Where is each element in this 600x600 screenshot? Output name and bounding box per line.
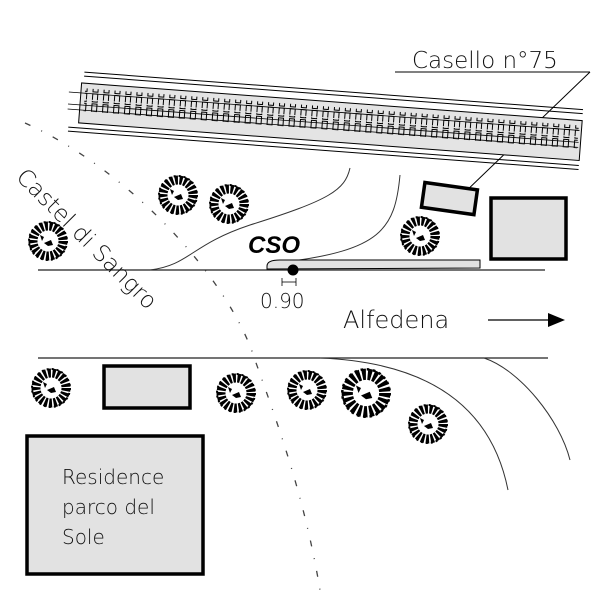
railway-outer-line-bottom-2 bbox=[67, 130, 579, 170]
dimension-marker-icon bbox=[281, 278, 297, 286]
rail-2 bbox=[67, 103, 579, 143]
road-curve-outer bbox=[483, 357, 571, 461]
access-path-right bbox=[284, 174, 401, 263]
tree-icon bbox=[342, 369, 390, 417]
railway-outer-line-bottom bbox=[68, 126, 579, 166]
building-small-south bbox=[102, 364, 192, 410]
casello-label: Casello n°75 bbox=[412, 48, 558, 74]
tree-icon bbox=[217, 374, 255, 412]
residence-label-line1: Residence bbox=[62, 465, 164, 489]
tree-icon bbox=[401, 217, 439, 255]
building-east bbox=[489, 196, 568, 261]
tree-icon bbox=[210, 185, 248, 223]
railway-outer-line-top bbox=[84, 71, 584, 111]
dimension-label: 0.90 bbox=[260, 289, 305, 313]
residence-label-line2: parco del bbox=[62, 495, 155, 519]
rail-3 bbox=[67, 108, 579, 148]
station-marker-icon bbox=[287, 264, 299, 276]
residence-label-line3: Sole bbox=[62, 525, 105, 549]
tree-icon bbox=[288, 371, 326, 409]
railway-track-1 bbox=[84, 88, 579, 137]
cso-label: CSO bbox=[248, 232, 300, 259]
rail-1 bbox=[68, 91, 580, 131]
railway-track-2 bbox=[83, 100, 578, 149]
access-path-left bbox=[149, 167, 351, 271]
castel-di-sangro-label: Castel di Sangro bbox=[11, 164, 162, 315]
arrow-right-icon bbox=[548, 313, 565, 327]
alfedena-label: Alfedena bbox=[343, 306, 449, 334]
railway-outer-line-top-2 bbox=[84, 75, 583, 115]
railway bbox=[67, 71, 584, 170]
residence-building bbox=[25, 434, 205, 576]
tree-icon bbox=[32, 369, 70, 407]
road-curve-inner bbox=[319, 357, 509, 491]
tree-icon bbox=[159, 176, 197, 214]
tree-icon bbox=[409, 405, 447, 443]
tree-icon bbox=[29, 222, 67, 260]
platform bbox=[266, 259, 481, 270]
casello-building bbox=[419, 180, 480, 217]
